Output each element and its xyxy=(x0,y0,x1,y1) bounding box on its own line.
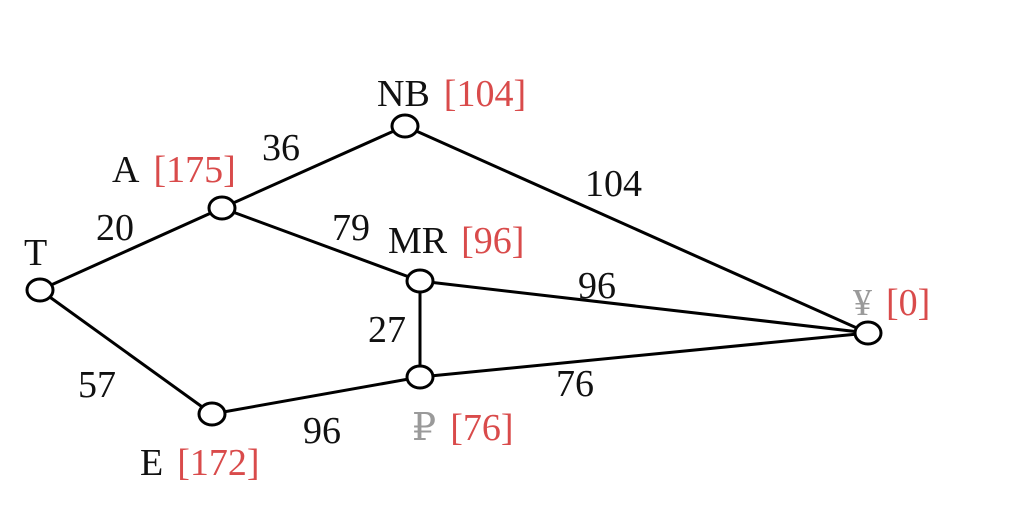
edge-a-mr xyxy=(221,206,421,283)
node-label-nb: NB [104] xyxy=(377,73,526,115)
node-name-a: A xyxy=(112,149,140,191)
node-label-t: T xyxy=(24,232,47,274)
node-y xyxy=(853,320,883,346)
edge-weight-mr-p: 27 xyxy=(368,309,406,351)
node-name-nb: NB xyxy=(377,73,430,115)
edge-mr-y xyxy=(419,279,869,335)
node-nb xyxy=(390,113,420,139)
node-dist-mr: [96] xyxy=(461,220,524,262)
node-name-e: E xyxy=(140,442,163,484)
node-dist-a: [175] xyxy=(153,149,235,191)
edge-weight-mr-y: 96 xyxy=(578,265,616,307)
edge-nb-y xyxy=(404,124,869,335)
node-dist-p: [76] xyxy=(450,407,513,449)
node-label-e: E [172] xyxy=(140,442,260,484)
node-e xyxy=(197,401,227,427)
node-dist-e: [172] xyxy=(177,442,259,484)
edge-weight-nb-y: 104 xyxy=(585,163,642,205)
node-name-mr: MR xyxy=(388,220,448,262)
node-label-y: ¥ [0] xyxy=(853,282,930,324)
edge-weight-a-mr: 79 xyxy=(332,207,370,249)
node-label-p: ₽ [76] xyxy=(412,407,514,449)
edge-weight-t-a: 20 xyxy=(96,207,134,249)
edge-t-e xyxy=(39,288,213,416)
node-mr xyxy=(405,268,435,294)
node-dist-nb: [104] xyxy=(444,73,526,115)
edge-weight-t-e: 57 xyxy=(78,364,116,406)
edge-weight-e-p: 96 xyxy=(303,410,341,452)
yen-symbol: ¥ xyxy=(853,282,872,324)
edge-weight-p-y: 76 xyxy=(556,363,594,405)
node-p xyxy=(405,364,435,390)
edge-weight-a-nb: 36 xyxy=(262,127,300,169)
node-t xyxy=(25,277,55,303)
ruble-symbol: ₽ xyxy=(412,407,436,449)
node-label-mr: MR [96] xyxy=(388,220,524,262)
node-label-a: A [175] xyxy=(112,149,236,191)
edge-p-y xyxy=(419,331,869,379)
node-dist-y: [0] xyxy=(886,282,930,324)
node-a xyxy=(207,195,237,221)
edge-t-a xyxy=(39,206,223,292)
edge-e-p xyxy=(211,375,421,416)
edge-a-nb xyxy=(221,124,406,210)
